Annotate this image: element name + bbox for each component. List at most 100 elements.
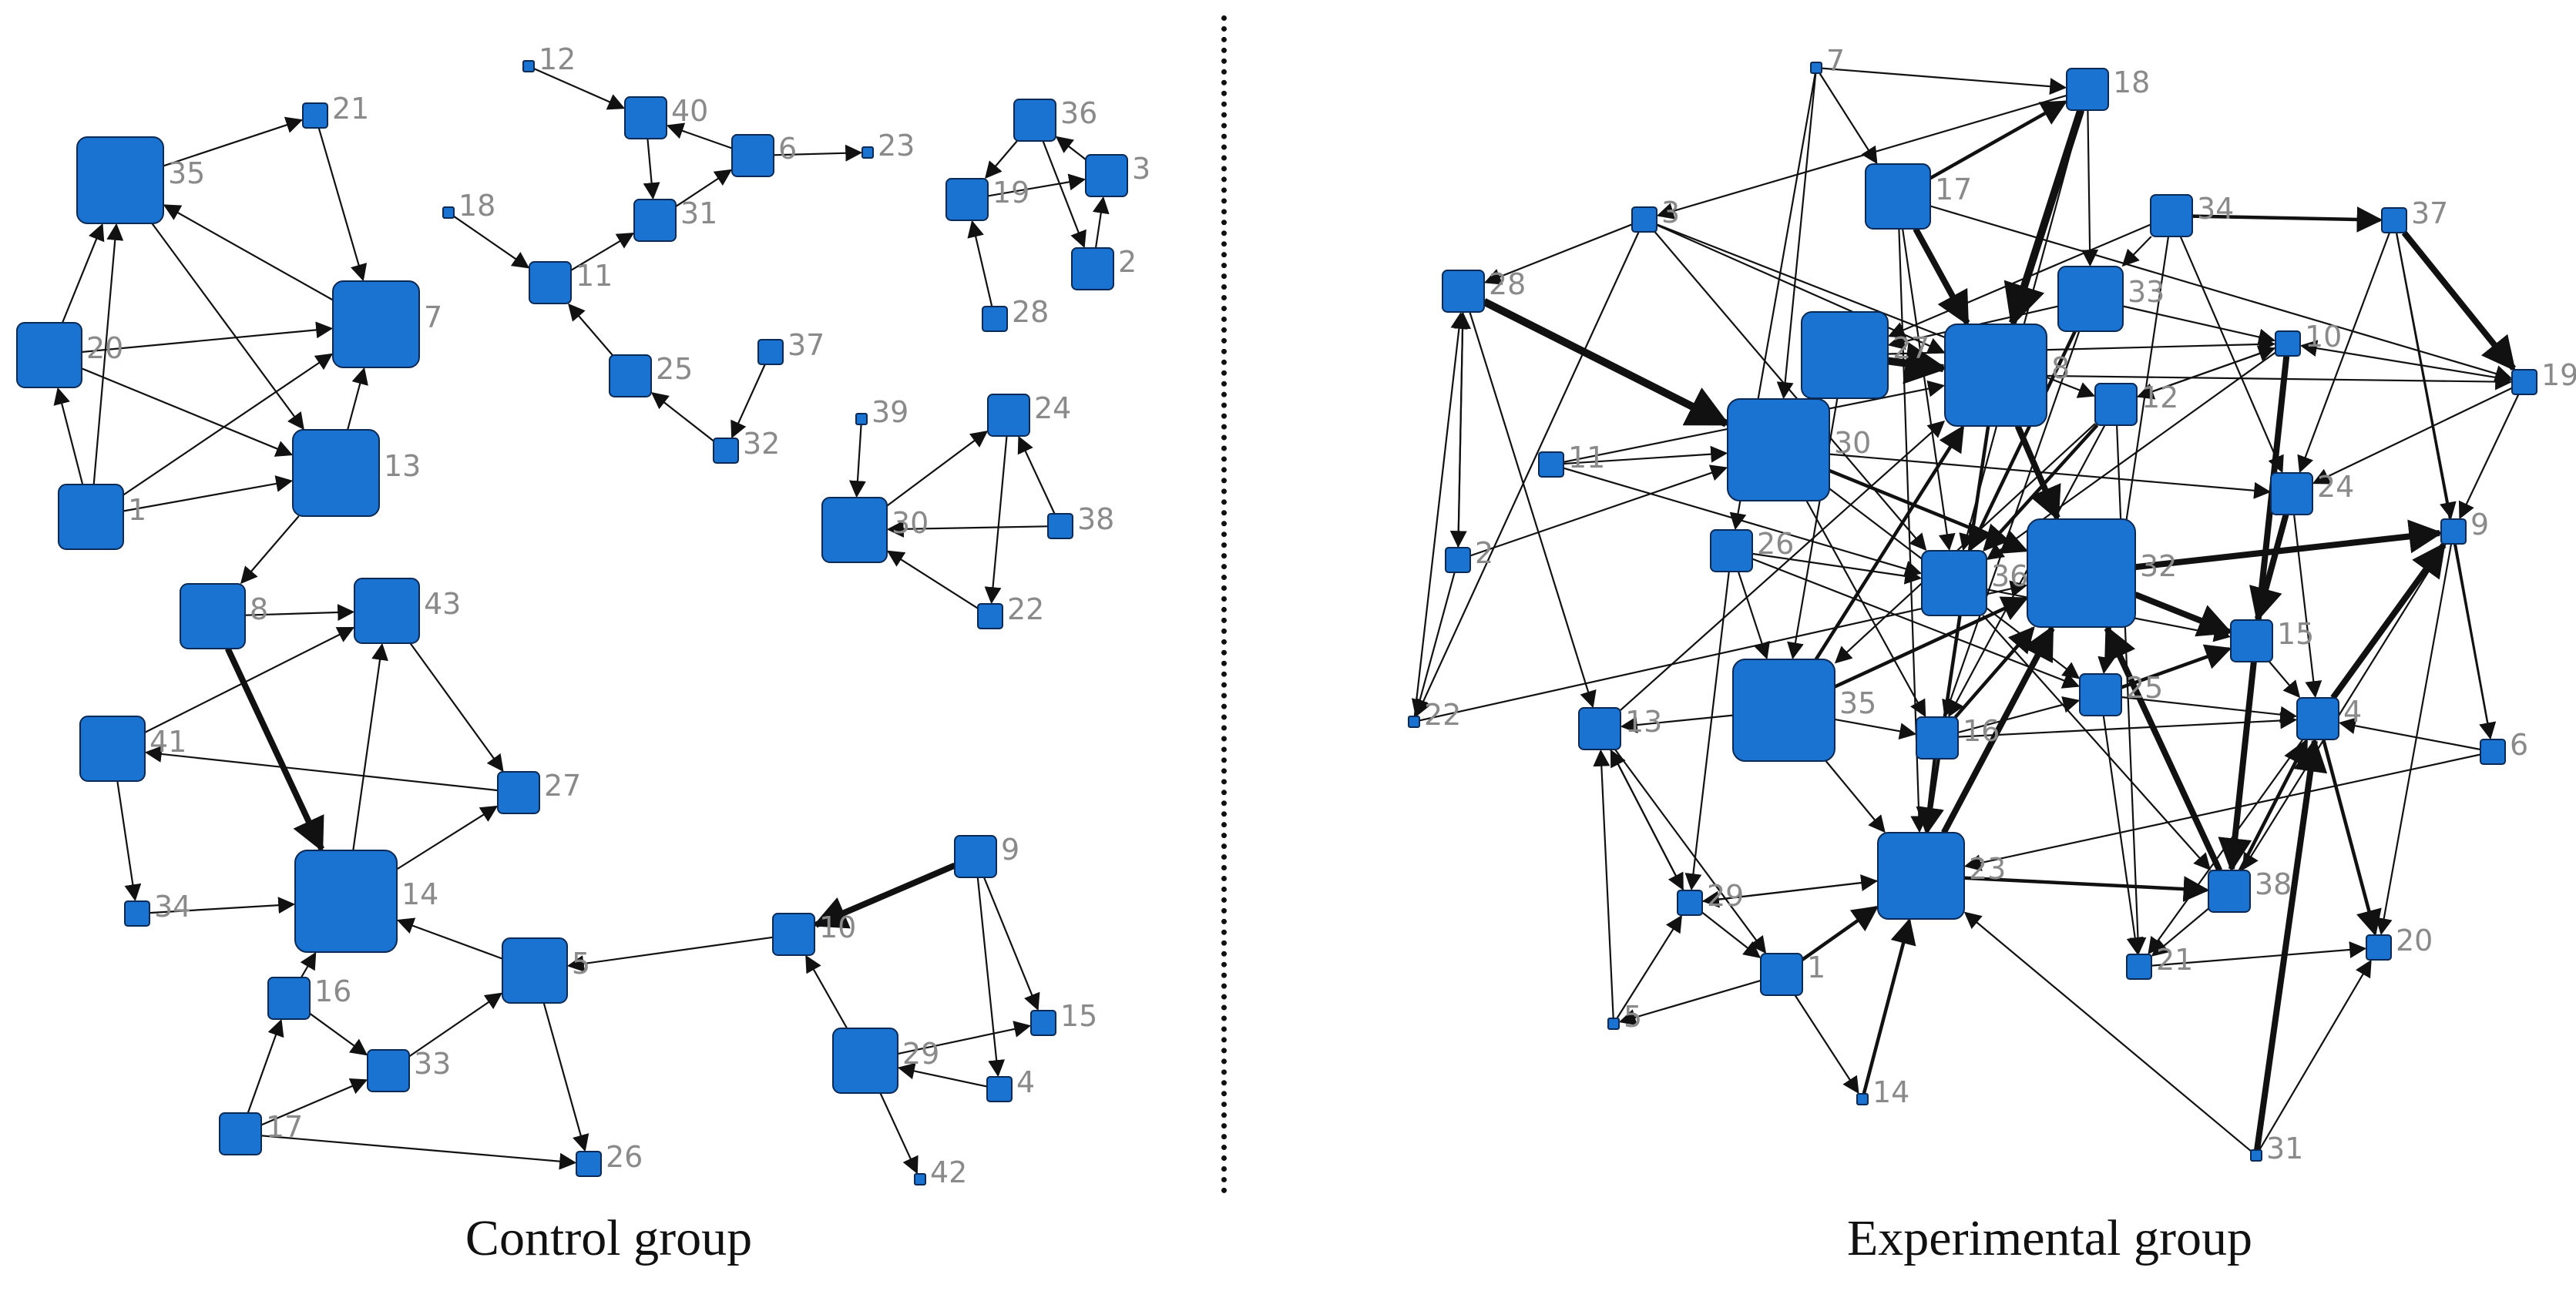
experimental-edge-33-36 (1968, 330, 2077, 552)
control-node-label-40: 40 (671, 94, 708, 128)
control-node-31: 31 (633, 196, 717, 242)
control-node-label-23: 23 (878, 129, 915, 163)
experimental-node-label-3: 3 (1661, 196, 1680, 230)
experimental-node-label-18: 18 (2113, 65, 2150, 99)
control-edge-13-7 (347, 367, 368, 431)
experimental-node-label-17: 17 (1935, 173, 1972, 206)
experimental-node-box-29 (1677, 890, 1703, 916)
experimental-node-label-8: 8 (2051, 351, 2070, 385)
experimental-edge-18-3 (1656, 94, 2067, 220)
experimental-node-label-16: 16 (1963, 714, 2000, 748)
experimental-edge-19-24 (2312, 387, 2513, 485)
control-node-box-22 (977, 603, 1003, 629)
control-node-box-14 (294, 850, 398, 953)
experimental-node-label-30: 30 (1834, 426, 1871, 460)
control-node-label-42: 42 (930, 1155, 967, 1189)
control-node-label-21: 21 (332, 92, 369, 126)
experimental-edge-35-23 (1825, 760, 1886, 833)
experimental-edge-35-13 (1620, 714, 1734, 734)
experimental-edge-23-38 (1963, 876, 2210, 902)
experimental-node-box-33 (2057, 266, 2124, 332)
experimental-edge-8-19 (2046, 373, 2513, 391)
control-edge-20-35 (61, 223, 105, 324)
experimental-edge-27-8 (1887, 342, 1948, 384)
experimental-node-label-24: 24 (2317, 470, 2354, 504)
control-edge-6-23 (773, 144, 863, 162)
control-node-6: 6 (731, 132, 797, 177)
control-node-box-17 (219, 1112, 262, 1155)
control-node-4: 4 (986, 1065, 1035, 1102)
experimental-edge-34-24 (2179, 236, 2284, 474)
control-node-15: 15 (1030, 999, 1097, 1036)
experimental-edge-34-27 (1887, 223, 2151, 338)
control-edge-38-24 (1017, 435, 1056, 515)
control-node-box-39 (855, 413, 868, 425)
experimental-edge-14-23 (1862, 917, 1916, 1095)
experimental-node-label-32: 32 (2140, 549, 2177, 583)
experimental-node-label-26: 26 (1757, 527, 1794, 561)
control-edge-31-6 (675, 169, 733, 208)
control-edge-29-10 (805, 954, 848, 1029)
experimental-edge-25-4 (2121, 696, 2298, 723)
control-node-24: 24 (987, 391, 1071, 437)
control-edge-37-32 (730, 364, 766, 439)
control-node-box-25 (609, 354, 652, 397)
control-edge-5-26 (542, 1002, 589, 1152)
control-node-26: 26 (576, 1140, 643, 1177)
control-edge-17-26 (260, 1135, 577, 1170)
control-node-9: 9 (954, 833, 1019, 878)
control-node-label-22: 22 (1007, 592, 1044, 626)
control-edge-7-35 (163, 204, 334, 301)
control-node-40: 40 (624, 94, 708, 139)
control-node-label-16: 16 (314, 974, 351, 1008)
control-edge-36-2 (1042, 140, 1086, 249)
experimental-edge-31-4 (2254, 737, 2328, 1151)
control-edge-30-24 (886, 430, 989, 507)
experimental-node-38: 38 (2208, 867, 2292, 913)
experimental-node-label-1: 1 (1807, 951, 1825, 984)
control-edge-8-14 (224, 647, 324, 853)
control-node-box-26 (576, 1151, 602, 1177)
experimental-edge-28-13 (1469, 311, 1597, 709)
experimental-node-box-34 (2150, 194, 2193, 237)
experimental-node-2: 2 (1445, 536, 1493, 573)
experimental-node-22: 22 (1408, 698, 1461, 732)
control-node-label-27: 27 (544, 769, 581, 803)
control-node-label-4: 4 (1016, 1065, 1035, 1099)
experimental-node-14: 14 (1856, 1075, 1909, 1109)
control-edge-3-36 (1055, 136, 1086, 160)
control-edge-16-33 (309, 1012, 368, 1056)
experimental-node-label-28: 28 (1489, 267, 1526, 301)
control-edge-36-19 (984, 140, 1018, 179)
experimental-node-label-5: 5 (1624, 1000, 1642, 1034)
control-node-37: 37 (757, 328, 825, 365)
experimental-edge-18-8 (2003, 109, 2085, 327)
experimental-node-label-14: 14 (1872, 1075, 1909, 1109)
control-node-33: 33 (367, 1047, 451, 1092)
experimental-edge-16-4 (1957, 712, 2298, 738)
control-edge-4-29 (897, 1062, 988, 1088)
control-node-label-37: 37 (788, 328, 825, 362)
control-node-label-17: 17 (266, 1110, 303, 1144)
control-node-label-24: 24 (1034, 391, 1071, 425)
control-node-17: 17 (219, 1110, 303, 1155)
experimental-node-9: 9 (2440, 508, 2489, 545)
experimental-node-box-31 (2250, 1149, 2262, 1162)
experimental-node-box-37 (2381, 207, 2407, 233)
control-node-2: 2 (1071, 245, 1137, 290)
experimental-edge-29-1 (1701, 911, 1762, 959)
experimental-node-box-17 (1865, 163, 1931, 230)
experimental-edge-2-30 (1469, 464, 1728, 557)
experimental-node-1: 1 (1760, 951, 1825, 996)
control-edges (53, 68, 1110, 1175)
experimental-node-label-27: 27 (1893, 331, 1929, 365)
control-node-label-35: 35 (168, 156, 205, 190)
experimental-node-label-35: 35 (1839, 686, 1876, 720)
experimental-node-label-15: 15 (2277, 617, 2314, 651)
experimental-node-box-35 (1732, 659, 1835, 762)
experimental-edge-35-16 (1834, 718, 1917, 740)
control-node-box-37 (757, 339, 784, 365)
experimental-node-13: 13 (1578, 705, 1662, 750)
